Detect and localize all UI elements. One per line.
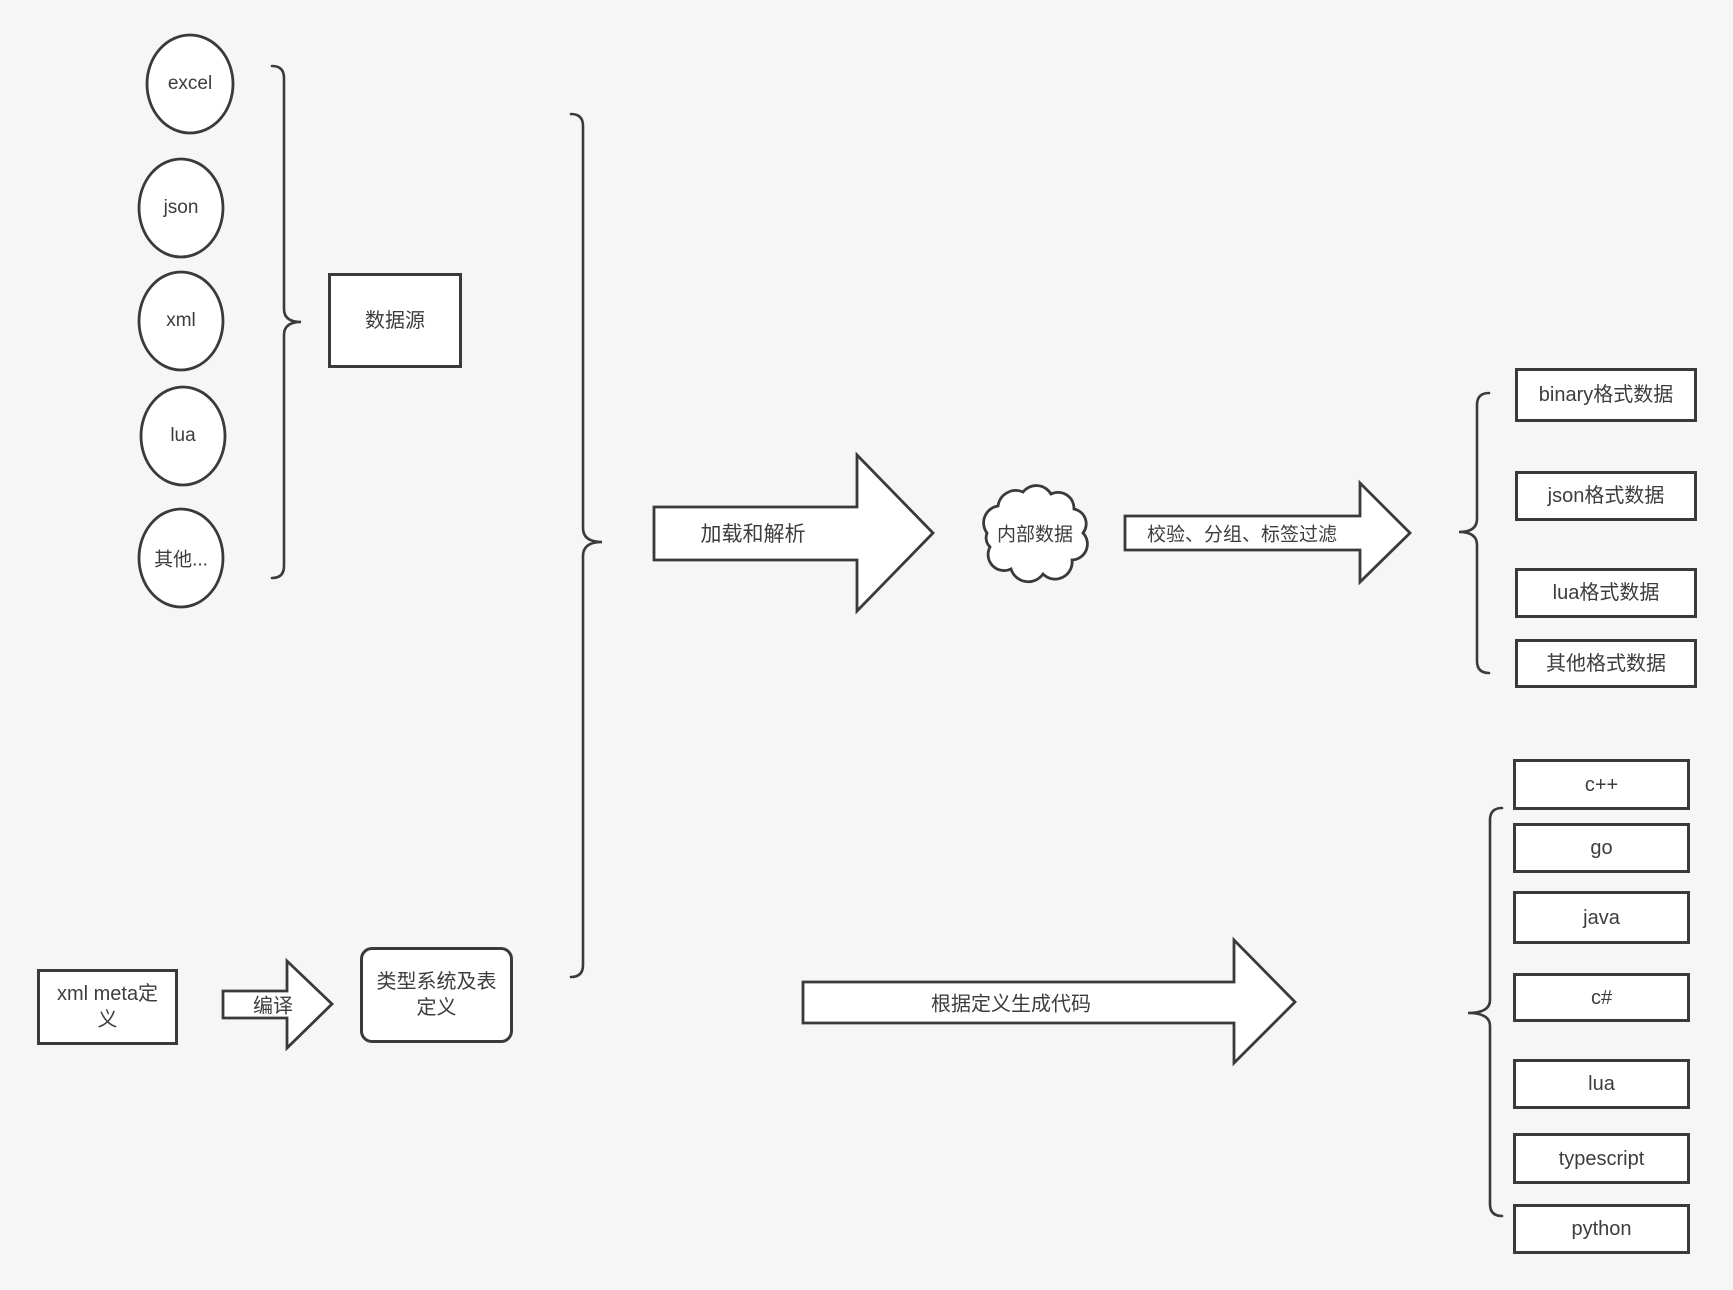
language-box-go: go	[1513, 823, 1690, 873]
outputs-brace	[1458, 391, 1491, 675]
internal-data-cloud-label: 内部数据	[996, 524, 1074, 546]
compile-arrow-shape	[221, 957, 335, 1052]
output-box-other: 其他格式数据	[1515, 639, 1697, 688]
filter-arrow-shape	[1123, 479, 1412, 586]
source-label-json: json	[163, 197, 199, 218]
language-box-lua: lua	[1513, 1059, 1690, 1109]
output-box-json: json格式数据	[1515, 471, 1697, 521]
source-ellipse-xml	[137, 270, 225, 372]
source-ellipse-json	[137, 157, 225, 259]
sources-brace	[270, 64, 302, 580]
source-ellipse-other	[137, 507, 225, 609]
source-label-excel: excel	[167, 73, 213, 94]
source-label-lua: lua	[170, 425, 196, 446]
source-label-xml: xml	[166, 310, 196, 331]
load-parse-arrow-label: 加载和解析	[700, 523, 806, 546]
output-box-lua: lua格式数据	[1515, 568, 1697, 618]
languages-brace	[1467, 806, 1504, 1218]
filter-arrow-label: 校验、分组、标签过滤	[1146, 524, 1338, 546]
source-ellipse-excel	[145, 33, 235, 135]
language-box-csharp: c#	[1513, 973, 1690, 1022]
output-box-binary: binary格式数据	[1515, 368, 1697, 422]
language-box-python: python	[1513, 1204, 1690, 1254]
compile-arrow-label: 编译	[253, 995, 293, 1018]
type-system-box: 类型系统及表定义	[360, 947, 513, 1043]
pipeline-brace	[569, 112, 603, 979]
generate-code-arrow-shape	[801, 936, 1297, 1067]
generate-code-arrow-label: 根据定义生成代码	[931, 993, 1091, 1016]
internal-data-cloud-shape	[982, 484, 1089, 584]
language-box-cpp: c++	[1513, 759, 1690, 810]
source-ellipse-lua	[139, 385, 227, 487]
load-parse-arrow-shape	[652, 451, 935, 615]
xml-meta-box: xml meta定义	[37, 969, 178, 1045]
language-box-typescript: typescript	[1513, 1133, 1690, 1184]
datasource-box: 数据源	[328, 273, 462, 368]
source-label-other: 其他...	[154, 549, 208, 571]
language-box-java: java	[1513, 891, 1690, 944]
